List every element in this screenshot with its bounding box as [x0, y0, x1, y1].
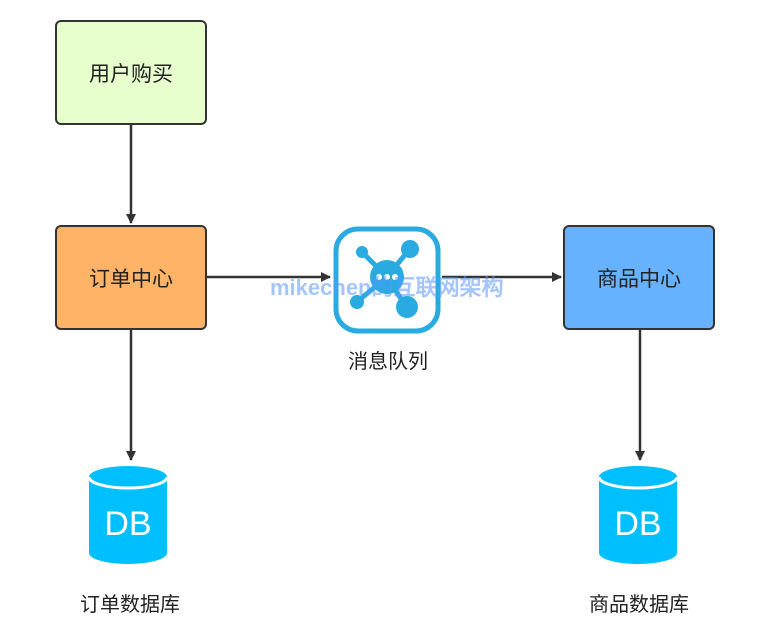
order-center-node: 订单中心: [55, 225, 207, 330]
product-db-label: 商品数据库: [589, 592, 689, 616]
user-purchase-label: 用户购买: [89, 61, 173, 86]
message-queue-label: 消息队列: [348, 349, 428, 373]
order-db-label: 订单数据库: [80, 592, 180, 616]
product-center-label: 商品中心: [597, 266, 681, 291]
product-db-text: DB: [614, 505, 661, 543]
order-center-label: 订单中心: [89, 266, 173, 291]
order-db-text: DB: [104, 505, 151, 543]
product-database-icon: DB: [597, 466, 679, 564]
order-database-icon: DB: [87, 466, 169, 564]
product-center-node: 商品中心: [563, 225, 715, 330]
message-queue-icon: [333, 226, 441, 334]
user-purchase-node: 用户购买: [55, 20, 207, 125]
watermark-text: mikechen的互联网架构: [270, 275, 504, 300]
